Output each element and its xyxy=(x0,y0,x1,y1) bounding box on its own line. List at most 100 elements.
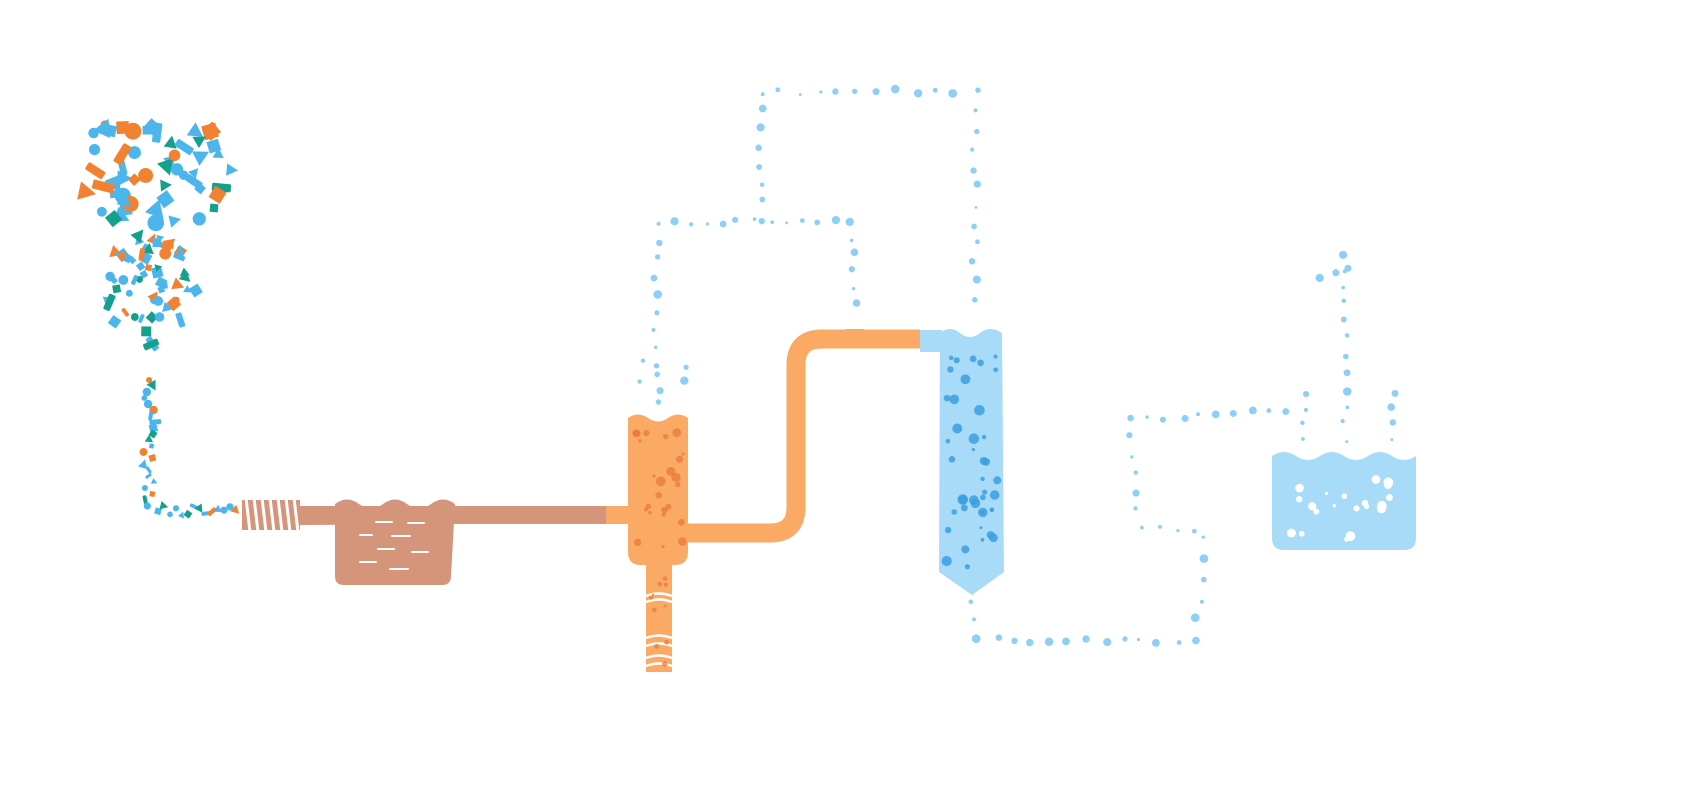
bubble xyxy=(960,504,968,512)
vapor-dot xyxy=(650,274,658,282)
vapor-dot xyxy=(1338,250,1348,259)
particle xyxy=(88,144,101,156)
particle xyxy=(188,168,199,179)
bubble xyxy=(1313,508,1320,515)
particle xyxy=(179,267,190,277)
particle xyxy=(226,163,238,176)
vapor-dot xyxy=(1391,389,1399,397)
vapor-dot xyxy=(1332,269,1340,277)
bubble xyxy=(665,503,672,510)
particle xyxy=(149,419,162,425)
bubble xyxy=(1376,503,1387,514)
particle xyxy=(178,270,191,282)
particle xyxy=(172,505,180,512)
vapor-dot xyxy=(732,216,739,223)
particle xyxy=(130,313,139,321)
particle xyxy=(150,266,164,279)
bubble xyxy=(661,512,666,517)
bubble xyxy=(645,503,651,510)
bubble xyxy=(953,357,960,364)
particle xyxy=(192,136,206,149)
vapor-dot xyxy=(1211,410,1220,419)
vapor-dot xyxy=(973,180,981,188)
vapor-dot xyxy=(756,164,763,170)
waste-input-particles xyxy=(77,118,240,519)
vapor-dot xyxy=(913,89,923,98)
vapor-dot xyxy=(845,217,854,227)
particle xyxy=(138,168,154,183)
bubble xyxy=(1353,505,1360,512)
vapor-dot xyxy=(683,364,689,370)
bubble xyxy=(977,507,988,518)
particle xyxy=(147,214,165,232)
particle xyxy=(145,311,159,324)
particle xyxy=(144,434,154,443)
particle xyxy=(138,459,148,470)
bubble xyxy=(638,439,642,443)
particle xyxy=(201,122,219,141)
bubble xyxy=(989,490,1000,500)
particle xyxy=(183,284,192,293)
particle xyxy=(152,238,162,248)
vapor-dot xyxy=(968,599,974,605)
bubble xyxy=(671,472,681,483)
bubble xyxy=(1286,528,1296,538)
bubble xyxy=(632,429,641,438)
vapor-dot xyxy=(1062,637,1070,646)
bubble xyxy=(980,537,985,542)
particle xyxy=(112,284,122,294)
vapor-dot xyxy=(890,84,900,94)
bubble xyxy=(655,476,666,487)
particle xyxy=(177,245,185,256)
bubble xyxy=(960,374,971,385)
vapor-dot xyxy=(1082,635,1090,643)
vapor-dot xyxy=(848,266,855,273)
particle xyxy=(121,308,130,317)
vapor-dot xyxy=(1300,437,1305,441)
particle xyxy=(159,247,172,260)
particle xyxy=(208,185,227,204)
particle xyxy=(142,387,152,397)
vapor-dot xyxy=(758,104,767,113)
vapor-dot xyxy=(670,217,679,226)
particle xyxy=(177,511,185,519)
bubble xyxy=(651,593,655,597)
vapor-dot xyxy=(1140,525,1144,530)
particle xyxy=(148,454,157,462)
vapor-dot xyxy=(656,239,663,247)
vapor-dot xyxy=(975,87,981,93)
particle xyxy=(191,151,210,166)
vapor-dot xyxy=(1176,529,1180,533)
bubble xyxy=(1385,494,1393,501)
vapor-dot xyxy=(1345,405,1350,410)
vapor-dot xyxy=(1229,409,1237,417)
vapor-dot xyxy=(651,327,656,333)
particle xyxy=(139,448,148,456)
particle xyxy=(104,173,122,194)
particle xyxy=(154,507,162,516)
coil-icon xyxy=(242,497,300,533)
particle xyxy=(171,277,185,290)
vapor-dot xyxy=(655,399,662,405)
bubble xyxy=(661,661,668,667)
bubble xyxy=(979,526,983,530)
particle xyxy=(144,199,164,220)
bubble xyxy=(981,434,987,440)
particle xyxy=(131,274,139,285)
vapor-dot xyxy=(831,215,841,225)
particle xyxy=(77,181,96,200)
vapor-dot xyxy=(799,218,805,223)
particle xyxy=(142,495,148,505)
bubble xyxy=(648,510,652,515)
vapor-dot xyxy=(975,239,980,245)
bubble xyxy=(948,355,954,361)
bubble xyxy=(1308,502,1317,511)
particle xyxy=(118,275,129,285)
vapor-dot xyxy=(654,371,660,378)
bubble xyxy=(952,423,963,434)
bubble xyxy=(990,508,994,512)
particle xyxy=(145,473,152,479)
bubble xyxy=(1332,504,1336,508)
particle xyxy=(104,209,123,228)
